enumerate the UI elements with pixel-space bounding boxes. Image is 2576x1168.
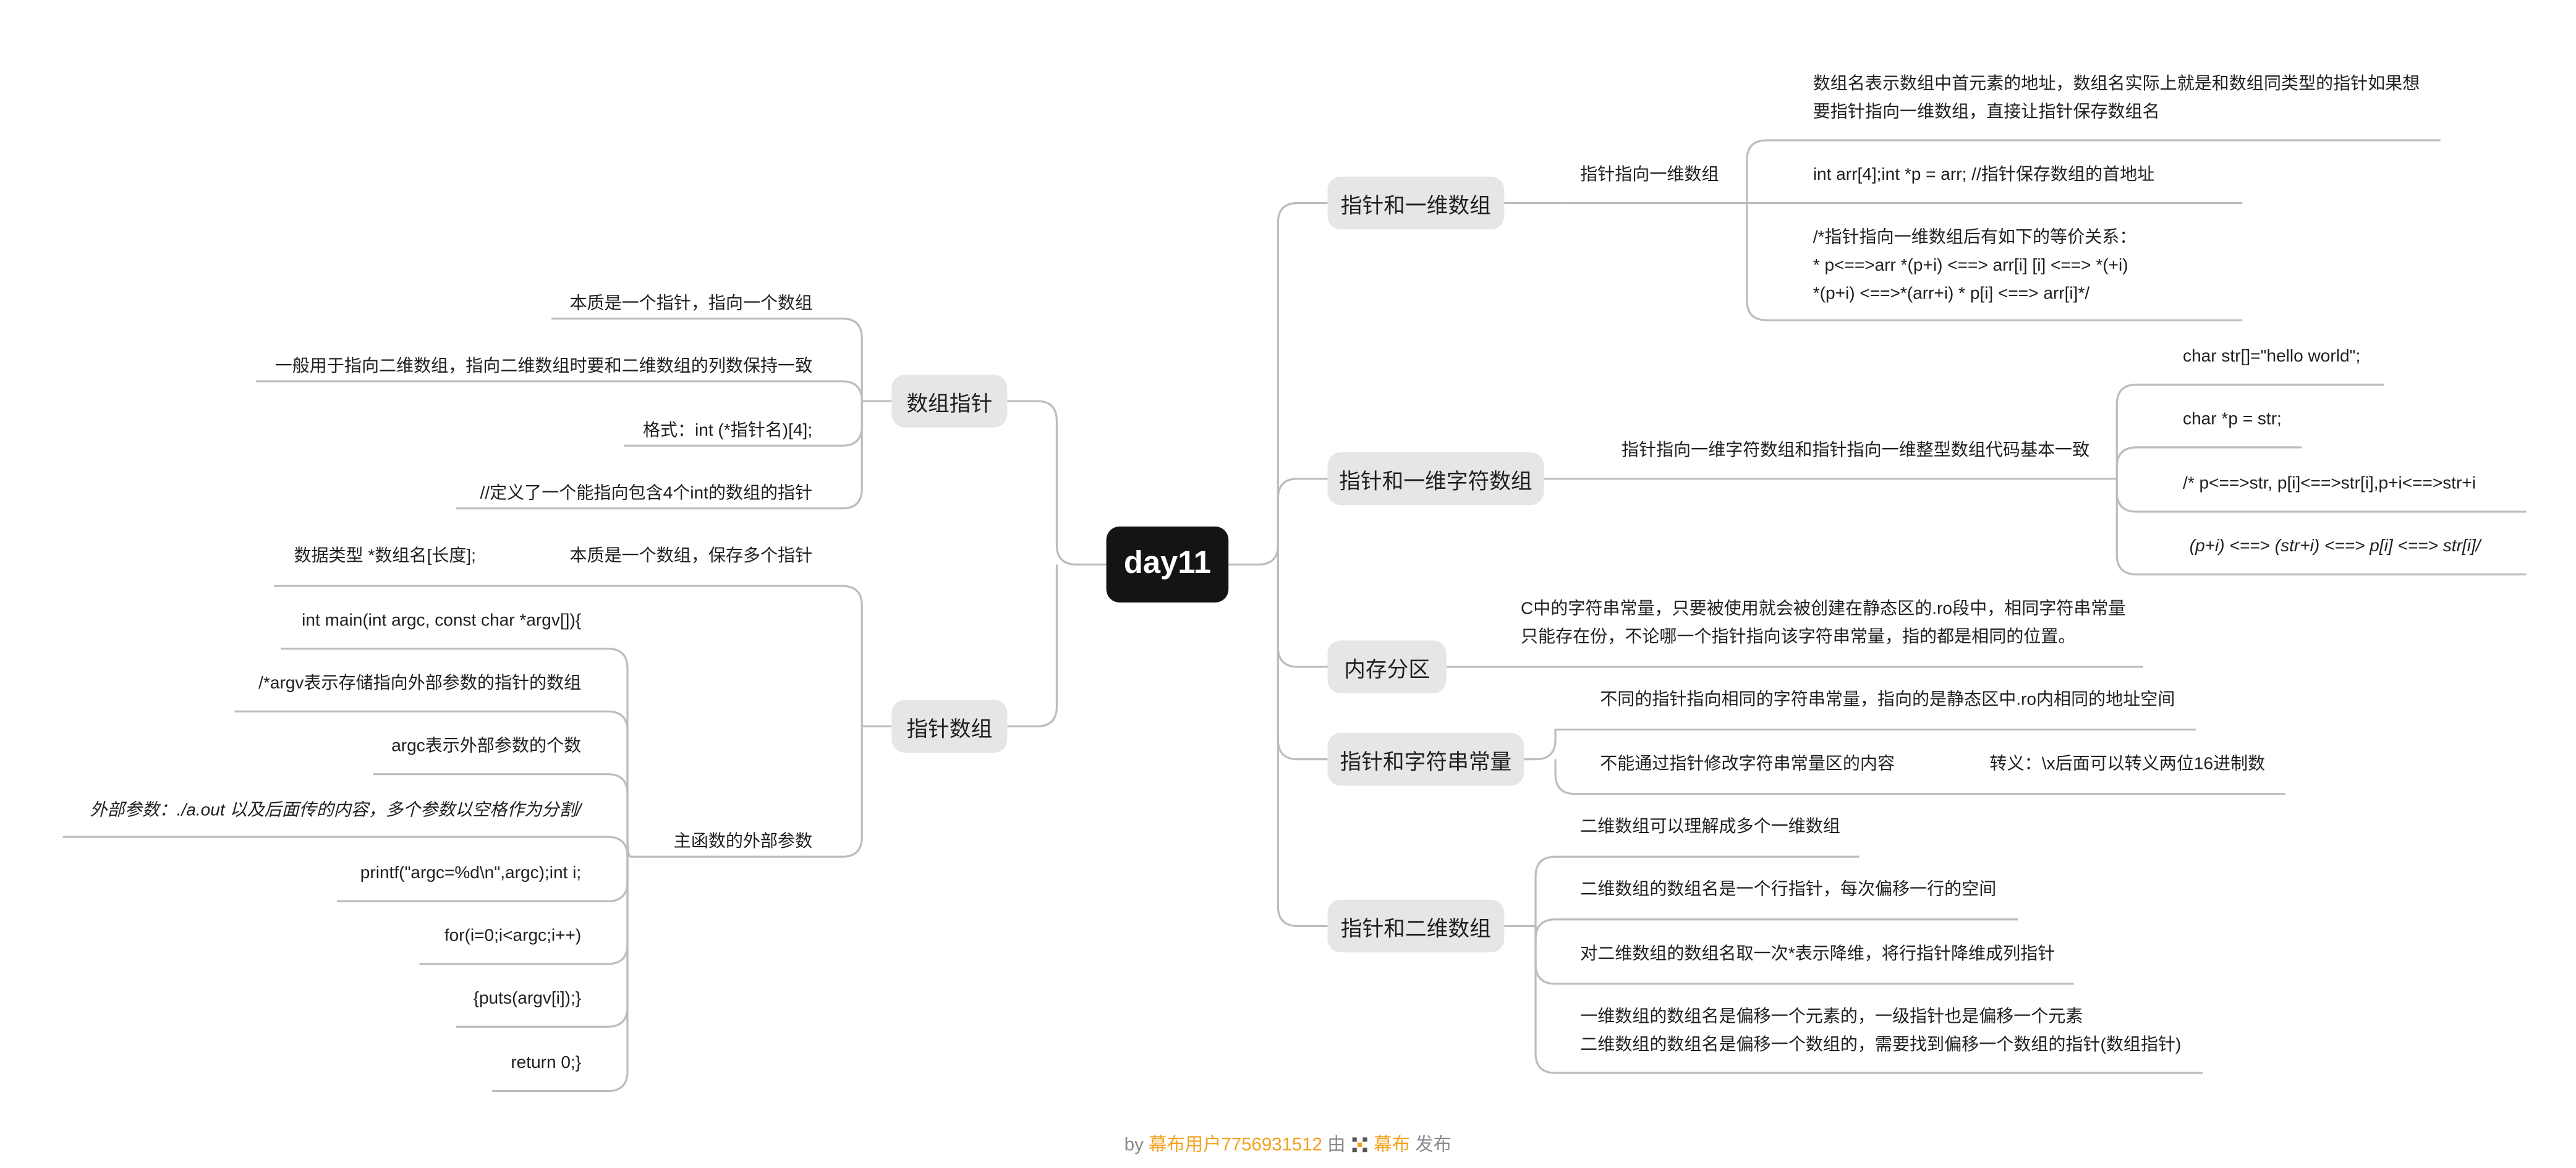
pointer-array-leaf-2: 主函数的外部参数 bbox=[673, 832, 813, 852]
main-args-child-2: /*argv表示存储指向外部参数的指针的数组 bbox=[258, 673, 582, 693]
ptr-const-leaf-1: 不同的指针指向相同的字符串常量，指向的是静态区中.ro内相同的地址空间 bbox=[1600, 690, 2175, 710]
ptr-str-leaf-2: char *p = str; bbox=[2183, 409, 2282, 430]
ptr-1d-sub: 指针指向一维数组 bbox=[1580, 165, 1719, 185]
ptr-2d-leaf-2: 二维数组的数组名是一个行指针，每次偏移一行的空间 bbox=[1580, 879, 1997, 900]
ptr-1d-leaf-3-line-2: * p<==>arr *(p+i) <==> arr[i] [i] <==> *… bbox=[1813, 256, 2128, 276]
footer-by: by bbox=[1124, 1135, 1144, 1156]
node-pointer-2d-array[interactable]: 指针和二维数组 bbox=[1327, 899, 1505, 953]
footer: by 幕布用户7756931512 由 幕布 发布 bbox=[0, 1131, 2576, 1157]
main-args-child-6: for(i=0;i<argc;i++) bbox=[444, 926, 582, 946]
ptr-str-sub: 指针指向一维字符数组和指针指向一维整型数组代码基本一致 bbox=[1621, 441, 2090, 461]
ptr-const-leaf-2: 不能通过指针修改字符串常量区的内容 bbox=[1600, 754, 1895, 774]
node-memory-partition[interactable]: 内存分区 bbox=[1327, 640, 1447, 693]
footer-from: 由 bbox=[1327, 1135, 1346, 1156]
main-args-child-4: 外部参数：./a.out 以及后面传的内容，多个参数以空格作为分割/ bbox=[90, 800, 582, 821]
mem-line-2: 只能存在份，不论哪一个指针指向该字符串常量，指的都是相同的位置。 bbox=[1520, 627, 2076, 648]
array-pointer-leaf-2: 一般用于指向二维数组，指向二维数组时要和二维数组的列数保持一致 bbox=[274, 356, 813, 376]
ptr-str-leaf-4: (p+i) <==> (str+i) <==> p[i] <==> str[i]… bbox=[2189, 536, 2481, 557]
main-args-child-5: printf("argc=%d\n",argc);int i; bbox=[360, 863, 582, 883]
ptr-2d-leaf-3: 对二维数组的数组名取一次*表示降维，将行指针降维成列指针 bbox=[1580, 944, 2055, 964]
node-pointer-string-const[interactable]: 指针和字符串常量 bbox=[1327, 732, 1524, 786]
root-node[interactable]: day11 bbox=[1106, 527, 1229, 603]
ptr-2d-leaf-1: 二维数组可以理解成多个一维数组 bbox=[1580, 817, 1840, 837]
pointer-array-leaf-1-child: 数据类型 *数组名[长度]; bbox=[294, 546, 476, 567]
ptr-const-leaf-2-child: 转义：\x后面可以转义两位16进制数 bbox=[1989, 754, 2266, 774]
main-args-child-3: argc表示外部参数的个数 bbox=[391, 736, 582, 756]
ptr-str-leaf-3: /* p<==>str, p[i]<==>str[i],p+i<==>str+i bbox=[2183, 473, 2476, 494]
pointer-array-leaf-1: 本质是一个数组，保存多个指针 bbox=[569, 546, 813, 567]
main-args-child-1: int main(int argc, const char *argv[]){ bbox=[302, 611, 582, 631]
ptr-str-leaf-1: char str[]="hello world"; bbox=[2183, 346, 2361, 366]
ptr-2d-leaf-4-line-1: 一维数组的数组名是偏移一个元素的，一级指针也是偏移一个元素 bbox=[1580, 1007, 2083, 1027]
array-pointer-leaf-3: 格式：int (*指针名)[4]; bbox=[642, 421, 813, 441]
ptr-1d-leaf-1-line-1: 数组名表示数组中首元素的地址，数组名实际上就是和数组同类型的指针如果想 bbox=[1813, 74, 2420, 95]
node-pointer-array[interactable]: 指针数组 bbox=[891, 700, 1008, 753]
mem-line-1: C中的字符串常量，只要被使用就会被创建在静态区的.ro段中，相同字符串常量 bbox=[1520, 599, 2126, 619]
ptr-1d-leaf-3-line-3: *(p+i) <==>*(arr+i) * p[i] <==> arr[i]*/ bbox=[1813, 284, 2090, 304]
ptr-1d-leaf-3-line-1: /*指针指向一维数组后有如下的等价关系： bbox=[1813, 227, 2137, 248]
footer-user-link[interactable]: 幕布用户7756931512 bbox=[1149, 1135, 1322, 1156]
ptr-2d-leaf-4-line-2: 二维数组的数组名是偏移一个数组的，需要找到偏移一个数组的指针(数组指针) bbox=[1580, 1035, 2182, 1055]
node-pointer-char-array[interactable]: 指针和一维字符数组 bbox=[1327, 452, 1544, 506]
main-args-child-7: {puts(argv[i]);} bbox=[473, 988, 582, 1009]
ptr-1d-leaf-2: int arr[4];int *p = arr; //指针保存数组的首地址 bbox=[1813, 165, 2155, 185]
array-pointer-leaf-4: //定义了一个能指向包含4个int的数组的指针 bbox=[480, 483, 813, 504]
footer-publish: 发布 bbox=[1415, 1135, 1452, 1156]
main-args-child-8: return 0;} bbox=[511, 1053, 582, 1073]
mubu-logo-icon bbox=[1352, 1137, 1367, 1153]
node-pointer-1d-array[interactable]: 指针和一维数组 bbox=[1327, 176, 1505, 230]
array-pointer-leaf-1: 本质是一个指针，指向一个数组 bbox=[569, 294, 813, 314]
node-array-pointer[interactable]: 数组指针 bbox=[891, 375, 1008, 428]
footer-brand-link[interactable]: 幕布 bbox=[1374, 1135, 1411, 1156]
ptr-1d-leaf-1-line-2: 要指针指向一维数组，直接让指针保存数组名 bbox=[1813, 102, 2160, 122]
